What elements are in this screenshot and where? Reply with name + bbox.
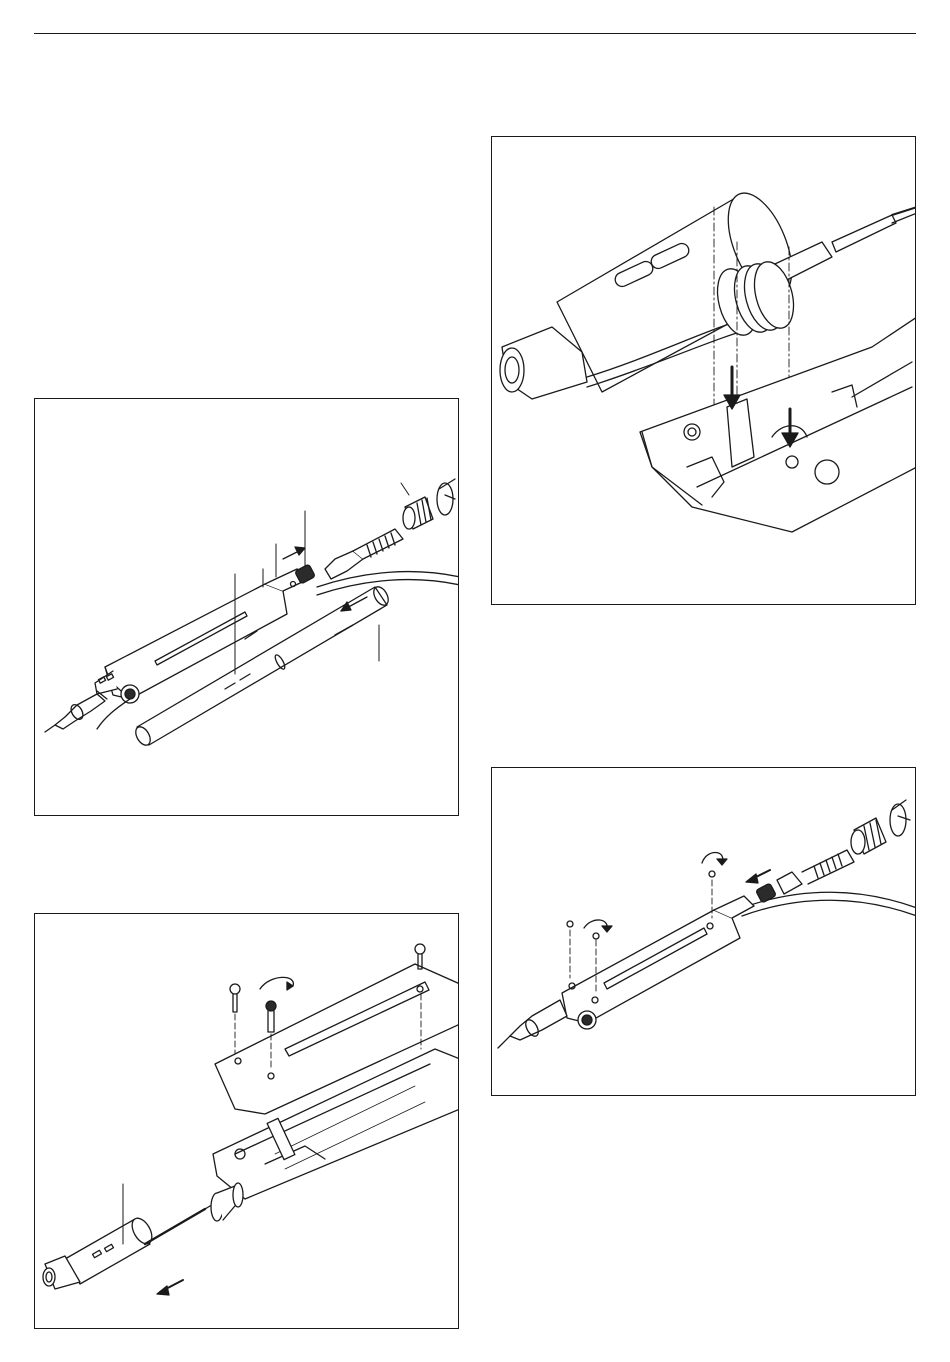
handle-body [562,896,754,1029]
rotation-arrow-icon [890,800,910,836]
figure-4-drawing [492,768,916,1096]
knurled-nut-icon [403,497,433,529]
figure-2-handle-disassembly [34,913,459,1329]
screw-icon [230,984,240,1054]
soldering-tip [500,327,587,399]
soldering-tip [498,1000,567,1048]
figure-2-drawing [35,914,459,1329]
direction-arrow-icon [157,1280,183,1295]
figure-3-drawing [492,137,916,605]
small-knurled-ring [756,883,777,903]
leader-lines [235,483,409,674]
soldering-tip [45,694,105,732]
figure-1-drawing [35,399,459,816]
screw-icon [567,921,573,978]
figure-3-element-insertion [491,136,916,605]
rotation-arrow-icon [260,977,293,990]
figure-4-reassembly [491,767,916,1096]
rotation-arrow-icon [584,920,612,932]
direction-arrow-icon [283,547,305,559]
header-rule [34,33,916,34]
rotation-arrow-icon [702,852,727,865]
knurled-nut-icon [851,818,886,854]
heating-element [145,1200,220,1244]
direction-arrow-icon [746,870,770,883]
cable-lower [742,900,916,916]
cable-lower [317,580,459,595]
knurled-nut-icon [211,1183,243,1221]
rotation-arrow-icon [437,479,455,515]
figure-1-iron-assembly [34,398,459,816]
spring-icon [777,850,854,894]
handle-body [95,569,313,703]
handle-sleeve [43,1215,156,1289]
